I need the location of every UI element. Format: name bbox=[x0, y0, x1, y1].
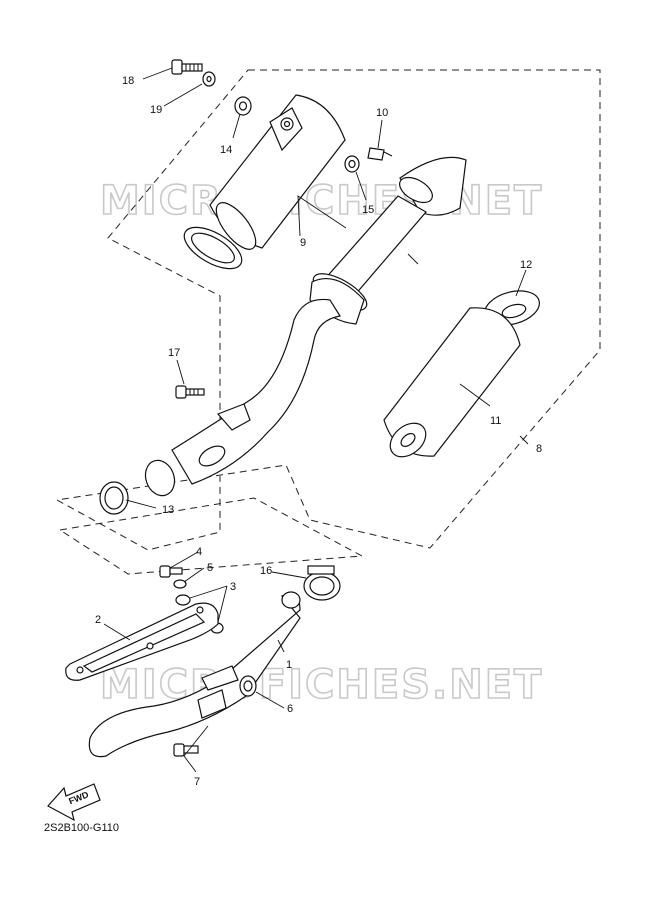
sleeve-13[interactable] bbox=[99, 481, 129, 515]
clamp-group-outline bbox=[58, 497, 364, 575]
callout-5: 5 bbox=[207, 562, 213, 574]
exhaust-pipe-1[interactable] bbox=[88, 591, 301, 758]
diagram-code: 2S2B100-G110 bbox=[44, 822, 120, 834]
clamp-16[interactable] bbox=[303, 565, 341, 601]
bolt-7[interactable] bbox=[173, 743, 199, 757]
bolt-17[interactable] bbox=[175, 385, 205, 399]
callout-2: 2 bbox=[95, 614, 101, 626]
callout-1: 1 bbox=[286, 659, 292, 671]
callout-3: 3 bbox=[230, 581, 236, 593]
callout-11: 11 bbox=[490, 415, 501, 427]
callout-17: 17 bbox=[168, 347, 180, 359]
leader-lines bbox=[103, 67, 529, 773]
callout-15: 15 bbox=[362, 204, 374, 216]
connecting-pipe[interactable] bbox=[141, 298, 341, 499]
callout-9: 9 bbox=[300, 237, 306, 249]
grommet-14[interactable] bbox=[234, 96, 252, 116]
callout-19: 19 bbox=[150, 104, 162, 116]
callout-12: 12 bbox=[520, 259, 532, 271]
gasket-6[interactable] bbox=[239, 675, 257, 697]
watermark-bottom: MICROFICHES.NET bbox=[100, 662, 543, 708]
grommet-15[interactable] bbox=[344, 155, 360, 173]
callout-10: 10 bbox=[376, 107, 388, 119]
muffler-body-9[interactable] bbox=[209, 94, 346, 255]
muffler-end-cap[interactable] bbox=[395, 156, 467, 216]
packing-11[interactable] bbox=[383, 307, 521, 464]
watermark-top: MICROFICHES.NET bbox=[100, 178, 543, 224]
callout-6: 6 bbox=[287, 703, 293, 715]
rivet-10[interactable] bbox=[367, 147, 393, 161]
callout-13: 13 bbox=[162, 504, 174, 516]
fwd-arrow-icon: FWD bbox=[47, 783, 101, 822]
muffler-inner-pipe[interactable] bbox=[308, 195, 427, 325]
bolt-18[interactable] bbox=[171, 59, 203, 75]
callout-18: 18 bbox=[122, 75, 134, 87]
callout-labels: 18 19 14 10 15 9 12 11 8 17 13 4 5 3 2 1… bbox=[95, 75, 542, 788]
collar-3a[interactable] bbox=[175, 594, 191, 606]
callout-4: 4 bbox=[196, 546, 202, 558]
washer-5[interactable] bbox=[173, 579, 187, 589]
mesh-ring[interactable] bbox=[178, 219, 248, 277]
callout-7: 7 bbox=[194, 776, 200, 788]
callout-8: 8 bbox=[536, 443, 542, 455]
bolt-4[interactable] bbox=[159, 565, 183, 578]
washer-19[interactable] bbox=[202, 71, 216, 87]
callout-16: 16 bbox=[260, 565, 272, 577]
protector-2[interactable] bbox=[65, 602, 219, 681]
callout-14: 14 bbox=[220, 144, 232, 156]
